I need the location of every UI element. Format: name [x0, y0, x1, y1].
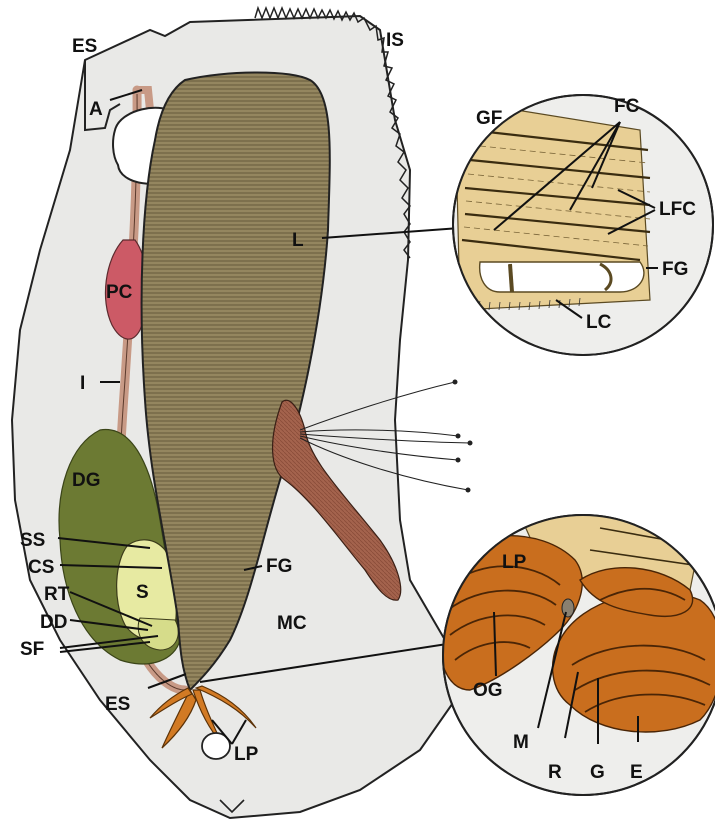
label-l: L — [292, 230, 304, 251]
label-s: S — [136, 582, 149, 603]
inset-label-lp: LP — [502, 552, 527, 573]
inset-bottom — [436, 500, 715, 795]
label-sf: SF — [20, 639, 44, 660]
label-es-bottom: ES — [105, 694, 130, 715]
label-mc: MC — [277, 613, 307, 634]
label-ss: SS — [20, 530, 45, 551]
inset-label-e: E — [630, 762, 643, 783]
inset-label-r: R — [548, 762, 562, 783]
inset-label-fg: FG — [662, 259, 688, 280]
inset-label-g: G — [590, 762, 605, 783]
label-dg: DG — [72, 470, 101, 491]
inset-label-gf: GF — [476, 108, 502, 129]
label-lp: LP — [234, 744, 259, 765]
label-cs: CS — [28, 557, 54, 578]
label-pc: PC — [106, 282, 133, 303]
label-es-top: ES — [72, 36, 97, 57]
label-a: A — [89, 99, 103, 120]
inset-label-fc: FC — [614, 96, 640, 117]
label-rt: RT — [44, 584, 70, 605]
label-fg: FG — [266, 556, 292, 577]
inset-label-og: OG — [473, 680, 503, 701]
inset-top — [453, 95, 713, 355]
inset-label-lc: LC — [586, 312, 612, 333]
filament-tips — [453, 380, 473, 493]
label-dd: DD — [40, 612, 67, 633]
label-is: IS — [386, 30, 404, 51]
inset-label-lfc: LFC — [659, 199, 696, 220]
label-i: I — [80, 373, 85, 394]
inset-label-m: M — [513, 732, 529, 753]
